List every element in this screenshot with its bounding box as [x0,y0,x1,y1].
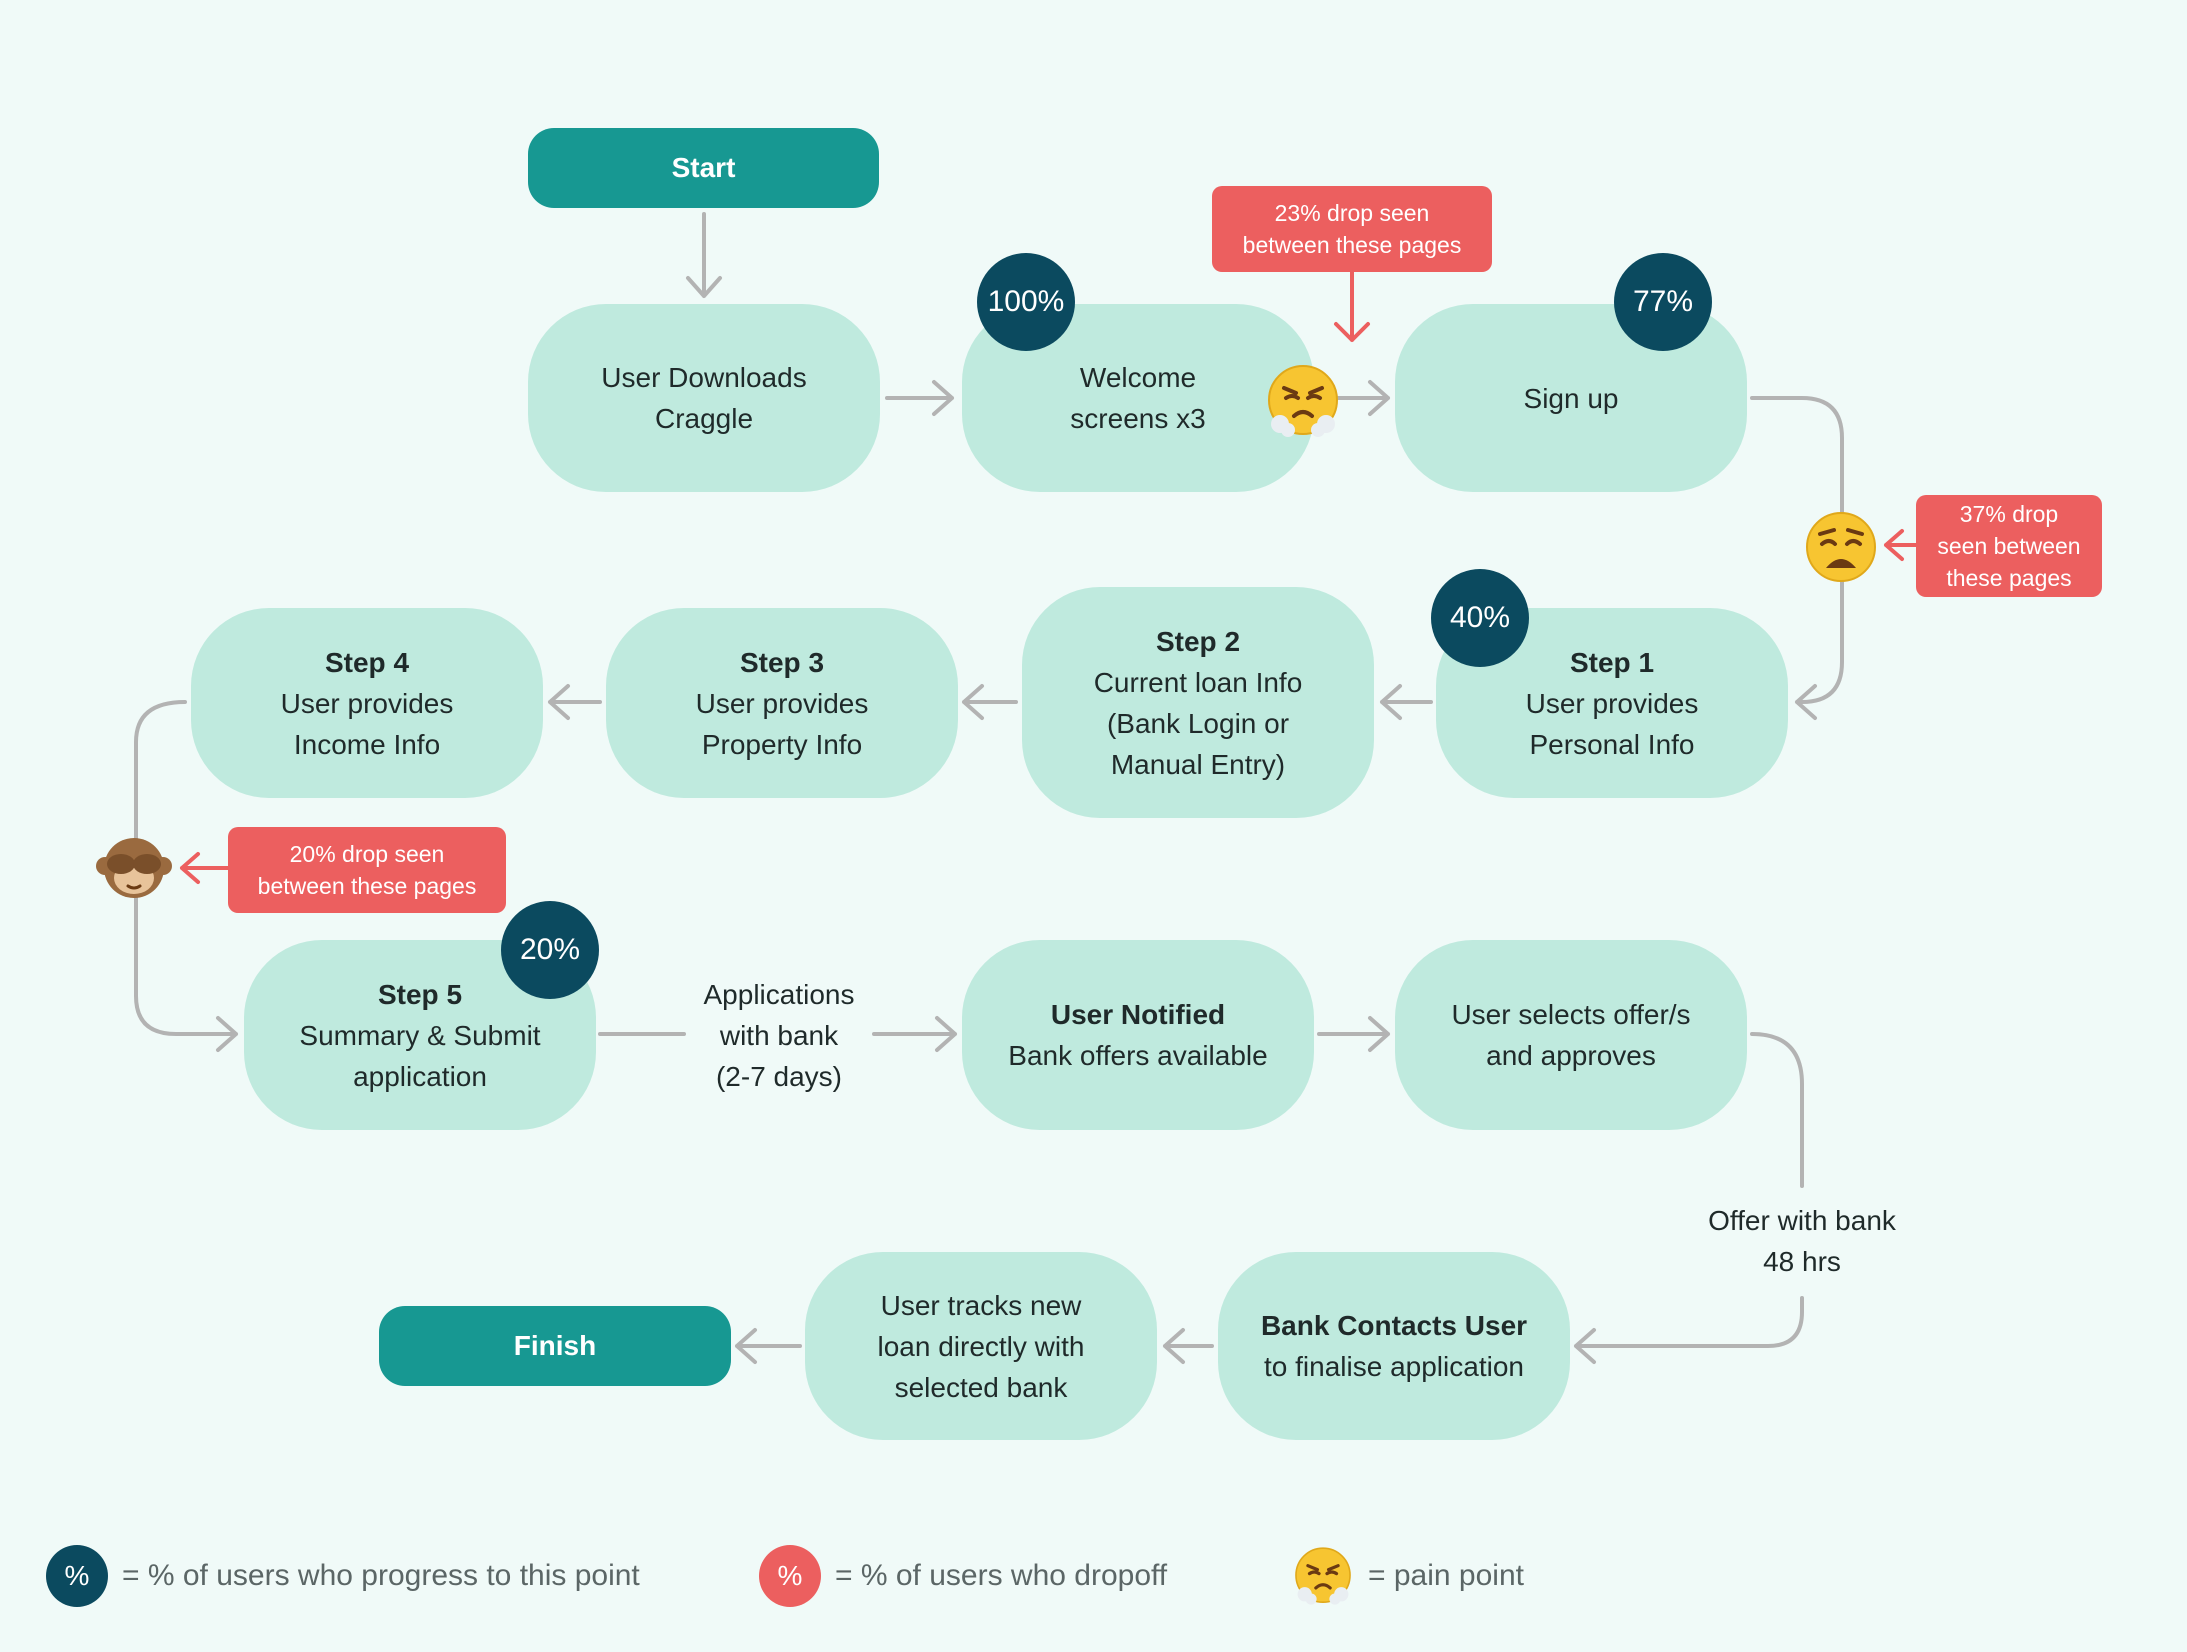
progress-badge-signup: 77% [1614,253,1712,351]
step-line: User tracks new [880,1289,1082,1321]
step-bank-contacts-user: Bank Contacts User to finalise applicati… [1218,1252,1570,1440]
step-title: Step 2 [1155,625,1241,657]
step-user-downloads: User Downloads Craggle [528,304,880,492]
step-line: User provides [280,687,454,719]
step-line: screens x3 [1070,403,1206,434]
connector-step3-step4 [548,684,602,720]
step-welcome-screens: Welcome screens x3 [962,304,1314,492]
step-title: Bank Contacts User [1260,1310,1528,1341]
step-2-current-loan-info: Step 2 Current loan Info (Bank Login or … [1022,587,1374,818]
step-line: Craggle [654,403,754,434]
step-line: Bank offers available [1008,1040,1268,1071]
step-title: Step 4 [324,646,410,678]
step-line: Summary & Submit [299,1019,541,1051]
edge-label-line: (2-7 days) [715,1061,843,1092]
connector-start-downloads [686,212,722,298]
connector-step1-step2 [1380,684,1433,720]
step-line: Welcome [1079,362,1197,393]
step-4-income-info: Step 4 User provides Income Info [191,608,543,798]
connector-selects-offer [1750,1032,1804,1188]
step-line: Personal Info [1529,728,1695,760]
step-user-notified: User Notified Bank offers available [962,940,1314,1130]
step-line: application [353,1060,487,1092]
legend-pain-text: = pain point [1368,1559,1524,1592]
step-line: Current loan Info [1093,666,1303,698]
dropoff-line: between these pages [257,873,477,899]
see-no-evil-monkey-icon [95,830,173,908]
dropoff-line: seen between [1937,533,2081,559]
step-user-tracks-loan: User tracks new loan directly with selec… [805,1252,1157,1440]
connector-welcome-signup [1335,380,1390,416]
dropoff-line: between these pages [1242,232,1462,258]
step-title: User Notified [1050,999,1226,1030]
step-line: Sign up [1523,382,1619,414]
step-line: and approves [1486,1040,1656,1071]
legend-pain: = pain point [1292,1545,1524,1607]
connector-notified-selects [1317,1016,1390,1052]
progress-badge-step5: 20% [501,901,599,999]
step-title: Step 5 [377,978,463,1010]
dropoff-line: these pages [1946,565,2072,591]
step-line: Income Info [293,728,441,760]
steaming-face-icon [1292,1545,1354,1607]
step-user-selects-offer: User selects offer/s and approves [1395,940,1747,1130]
edge-label-offer: Offer with bank 48 hrs [1684,1200,1920,1282]
start-node: Start [528,128,879,208]
legend-progress-text: = % of users who progress to this point [122,1559,640,1592]
step-line: User Downloads [601,362,807,393]
drop-arrow-signup-step1 [1884,529,1918,561]
edge-label-applications: Applications with bank (2-7 days) [688,974,870,1097]
finish-node: Finish [379,1306,731,1386]
connector-tracks-finish [735,1328,802,1364]
edge-label-line: with bank [719,1020,839,1051]
dropoff-line: 23% drop seen [1274,200,1430,226]
dropoff-label-welcome-signup: 23% drop seen between these pages [1212,186,1492,272]
legend-dropoff-symbol: % [759,1545,821,1607]
step-line: selected bank [894,1371,1068,1403]
step-line: Manual Entry) [1110,748,1286,780]
connector-bankcontacts-tracks [1163,1328,1214,1364]
dropoff-label-signup-step1: 37% drop seen between these pages [1916,495,2102,597]
connector-offer-bankcontacts [1574,1296,1804,1364]
step-title: Step 1 [1569,646,1655,678]
step-line: loan directly with [877,1330,1085,1362]
finish-label: Finish [513,1330,597,1361]
progress-badge-step1: 40% [1431,569,1529,667]
step-line: User provides [1525,687,1699,719]
connector-step4-step5 [134,700,238,1052]
dropoff-line: 37% drop [1959,501,2059,527]
connector-step2-step3 [962,684,1018,720]
step-line: Property Info [701,728,863,760]
steaming-face-icon [1264,362,1342,440]
start-label: Start [671,152,736,183]
progress-badge-welcome: 100% [977,253,1075,351]
dropoff-line: 20% drop seen [289,841,445,867]
legend-progress-symbol: % [46,1545,108,1607]
drop-arrow-step4-step5 [180,852,230,884]
weary-face-icon [1802,508,1880,586]
legend-progress: % = % of users who progress to this poin… [46,1545,640,1607]
drop-arrow-welcome-signup [1334,270,1370,342]
connector-downloads-welcome [885,380,954,416]
legend-dropoff: % = % of users who dropoff [759,1545,1167,1607]
step-line: to finalise application [1264,1351,1524,1382]
step-title: Step 3 [739,646,825,678]
legend-dropoff-text: = % of users who dropoff [835,1559,1168,1592]
connector-applications-notified [872,1016,957,1052]
edge-label-line: Offer with bank [1708,1205,1896,1236]
edge-label-line: 48 hrs [1763,1246,1841,1277]
step-3-property-info: Step 3 User provides Property Info [606,608,958,798]
dropoff-label-step4-step5: 20% drop seen between these pages [228,827,506,913]
step-line: User selects offer/s [1451,999,1691,1030]
step-line: (Bank Login or [1106,707,1290,739]
step-line: User provides [695,687,869,719]
edge-label-line: Applications [703,979,855,1010]
